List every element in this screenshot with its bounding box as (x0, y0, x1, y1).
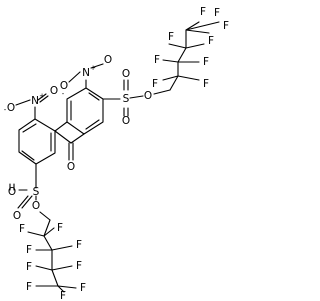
fluorine-label: F (223, 20, 229, 32)
fluorenone-ring-bonds (18, 87, 104, 165)
oxygen-label: O (122, 68, 130, 80)
nitrogen-label: N (31, 95, 39, 107)
nitro-group-labels: N + O O - N + O - O (4, 54, 112, 114)
fluorine-label: F (208, 35, 214, 47)
fluorine-label: F (76, 260, 82, 272)
negative-charge: - (4, 106, 7, 114)
fluorine-label: F (80, 282, 86, 294)
lower-sulfonate-bonds (9, 163, 51, 221)
oxygen-label: O (60, 80, 68, 92)
fluorine-label: F (26, 261, 32, 273)
fluorine-label: F (168, 31, 174, 43)
fluorine-label: F (19, 223, 25, 235)
negative-charge: - (62, 90, 65, 98)
positive-charge: + (39, 92, 45, 100)
sulfur-label: S (33, 186, 40, 198)
fluorine-label: F (26, 244, 32, 256)
fluorine-label: F (203, 56, 209, 68)
lower-fluorine-labels: F F F F F F F F F (19, 222, 86, 301)
oxygen-label: O (8, 186, 16, 198)
fluorine-label: F (76, 239, 82, 251)
upper-perfluoro-chain-bonds (162, 21, 220, 91)
fluorine-label: F (57, 222, 63, 234)
fluorine-label: F (214, 7, 220, 19)
nitrogen-label: N (82, 67, 90, 79)
fluorine-label: F (154, 54, 160, 66)
oxygen-label: O (32, 200, 40, 212)
upper-sulfonate-bonds (102, 79, 171, 117)
chemical-structure-diagram: F F F F F F F F F O S O O (4, 6, 229, 301)
fluorine-label: F (60, 290, 66, 301)
fluorine-label: F (152, 78, 158, 90)
fluorine-label: F (26, 281, 32, 293)
oxygen-label: O (122, 115, 130, 127)
lower-perfluoro-chain-bonds (27, 219, 77, 293)
oxygen-label: O (50, 85, 58, 97)
lower-sulfonate-labels: S O O O (8, 186, 40, 222)
oxygen-label: O (67, 161, 75, 173)
sulfur-label: S (123, 93, 130, 105)
carbonyl-label: O (67, 161, 75, 173)
upper-sulfonate-labels: O S O O (122, 68, 152, 127)
upper-fluorine-labels: F F F F F F F F F (152, 6, 229, 90)
oxygen-label: O (13, 210, 21, 222)
fluorine-label: F (203, 78, 209, 90)
nitro-group-bonds (15, 63, 104, 120)
fluorine-label: F (200, 6, 206, 18)
oxygen-label: O (144, 90, 152, 102)
positive-charge: + (90, 64, 96, 72)
oxygen-label: O (7, 102, 15, 114)
oxygen-label: O (104, 54, 112, 66)
